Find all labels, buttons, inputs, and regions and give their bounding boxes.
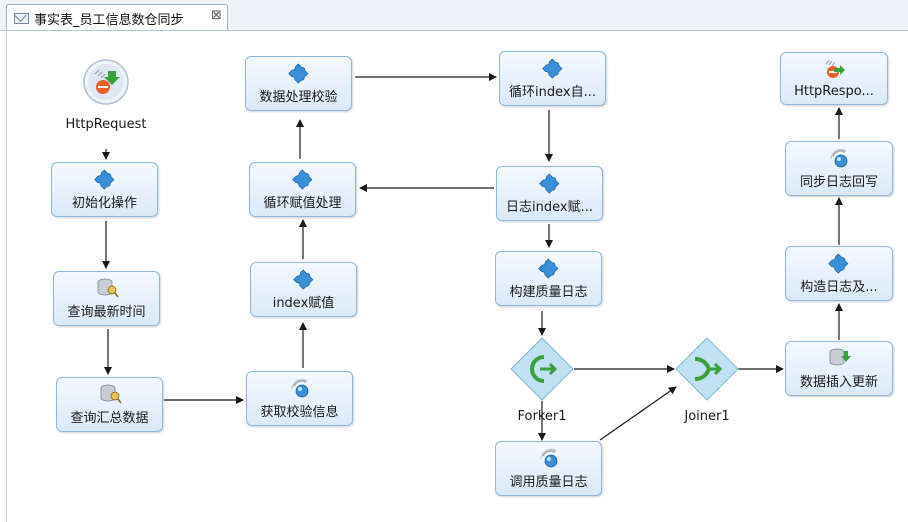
task-build-log[interactable]: 构造日志及... (785, 246, 893, 301)
task-data-verify[interactable]: 数据处理校验 (245, 56, 352, 111)
canvas-border (6, 31, 908, 522)
task-call-quality-log-label: 调用质量日志 (509, 475, 588, 490)
task-sync-log[interactable]: 同步日志回写 (785, 141, 893, 196)
task-build-quality-log-label: 构建质量日志 (509, 285, 588, 300)
puzzle-icon (538, 173, 559, 194)
task-index-assign[interactable]: index赋值 (250, 262, 357, 317)
database-insert-icon (829, 348, 851, 366)
task-build-log-label: 构造日志及... (800, 280, 878, 295)
web-service-icon (830, 148, 848, 168)
forker-label: Forker1 (517, 409, 567, 424)
puzzle-icon (93, 169, 114, 190)
flow-edges (102, 73, 843, 441)
task-build-quality-log[interactable]: 构建质量日志 (495, 251, 602, 306)
task-query-summary-label: 查询汇总数据 (70, 411, 149, 426)
task-query-latest-label: 查询最新时间 (67, 305, 146, 320)
http-request-node[interactable] (82, 58, 130, 106)
task-loop-index[interactable]: 循环index自... (499, 51, 606, 106)
close-icon[interactable]: ⊠ (211, 8, 222, 23)
task-loop-index-label: 循环index自... (509, 85, 596, 100)
database-query-icon (100, 384, 122, 404)
task-query-summary[interactable]: 查询汇总数据 (56, 377, 163, 432)
web-service-icon (290, 378, 308, 398)
task-data-insert[interactable]: 数据插入更新 (785, 341, 893, 396)
fork-icon (530, 355, 545, 383)
web-service-icon (539, 448, 557, 468)
tab-title: 事实表_员工信息数仓同步 (34, 13, 184, 28)
task-http-response-label: HttpRespo... (794, 84, 874, 99)
task-get-verify-label: 获取校验信息 (260, 405, 339, 420)
task-log-index[interactable]: 日志index赋... (496, 166, 603, 221)
puzzle-icon (828, 253, 849, 274)
task-data-verify-label: 数据处理校验 (259, 90, 338, 105)
task-http-response[interactable]: HttpRespo... (780, 52, 888, 105)
tab-flow-editor[interactable]: 事实表_员工信息数仓同步 ⊠ (6, 4, 228, 30)
flow-canvas[interactable]: HttpRequest 初始化操作 查询最新时间 查询汇总数据 获取校验信息 i… (0, 31, 908, 522)
flow-file-icon (14, 13, 29, 24)
puzzle-icon (292, 269, 313, 290)
puzzle-icon (541, 58, 562, 79)
task-sync-log-label: 同步日志回写 (799, 175, 878, 190)
puzzle-icon (291, 169, 312, 190)
task-init-label: 初始化操作 (71, 196, 137, 211)
task-index-assign-label: index赋值 (272, 296, 335, 311)
http-request-label: HttpRequest (65, 117, 147, 132)
puzzle-icon (287, 63, 308, 84)
editor-tab-bar: 事实表_员工信息数仓同步 ⊠ (0, 0, 908, 31)
puzzle-icon (537, 258, 558, 279)
task-data-insert-label: 数据插入更新 (799, 375, 878, 390)
database-query-icon (97, 278, 119, 298)
joiner-label: Joiner1 (684, 409, 730, 424)
task-log-index-label: 日志index赋... (506, 200, 593, 215)
http-response-icon (825, 59, 845, 78)
task-call-quality-log[interactable]: 调用质量日志 (495, 441, 602, 496)
task-query-latest[interactable]: 查询最新时间 (53, 271, 160, 326)
task-loop-assign[interactable]: 循环赋值处理 (249, 162, 356, 217)
forker-gateway[interactable] (510, 337, 574, 401)
edge-call-joiner (599, 386, 677, 441)
task-get-verify[interactable]: 获取校验信息 (246, 371, 353, 426)
task-loop-assign-label: 循环赋值处理 (263, 196, 342, 211)
task-init[interactable]: 初始化操作 (51, 162, 158, 217)
joiner-gateway[interactable] (675, 337, 739, 401)
